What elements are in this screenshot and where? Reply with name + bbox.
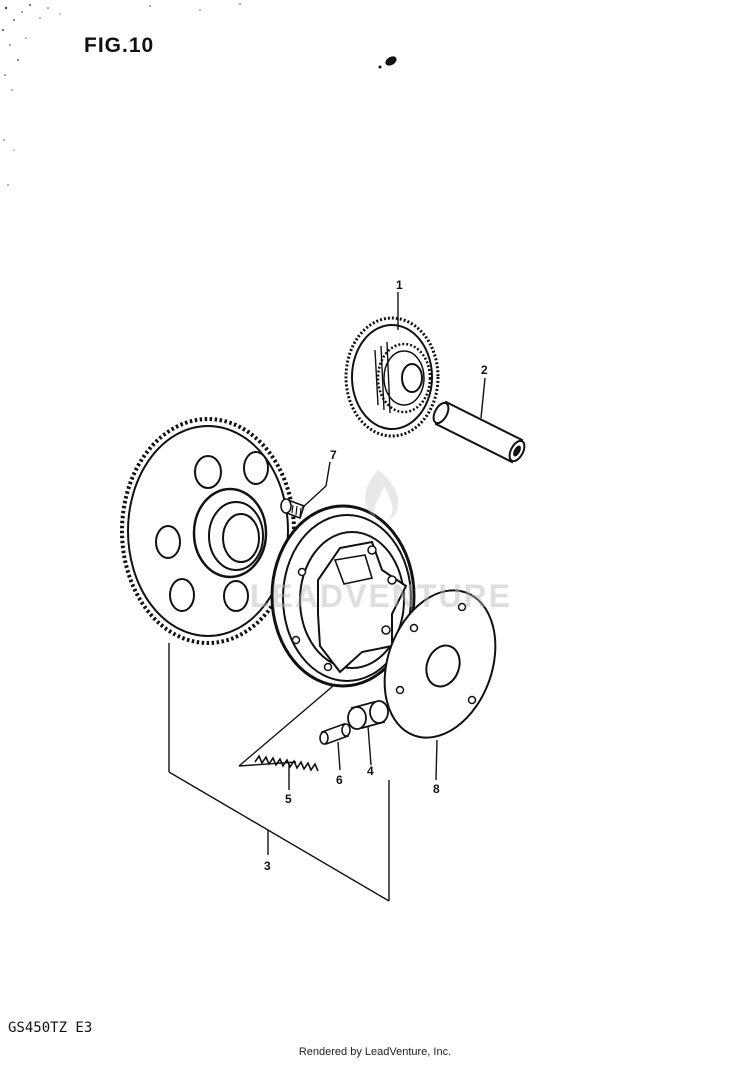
callout-2: 2 (481, 363, 488, 377)
clutch-plate (383, 589, 497, 739)
roller-spring (254, 754, 319, 772)
callout-5: 5 (285, 792, 292, 806)
watermark-text: LEADVENTURE (250, 578, 513, 614)
callout-1: 1 (396, 278, 403, 292)
starter-idle-gear (344, 316, 440, 438)
clutch-roller (347, 700, 389, 730)
clutch-bolt (280, 498, 306, 520)
starter-driven-gear (120, 417, 296, 645)
callout-4: 4 (367, 764, 374, 778)
rendered-by-footer: Rendered by LeadVenture, Inc. (298, 1046, 452, 1058)
callout-3: 3 (264, 859, 271, 873)
callout-6: 6 (336, 773, 343, 787)
figure-label: FIG.10 (84, 34, 155, 57)
callout-7: 7 (330, 448, 337, 462)
leader-lines (168, 292, 486, 902)
roller-cap (319, 722, 351, 746)
model-code: GS450TZ E3 (8, 1020, 93, 1036)
idle-gear-shaft (432, 400, 526, 464)
starter-clutch-body (270, 504, 416, 688)
scan-speckle (2, 3, 241, 186)
ink-mark (378, 56, 397, 69)
watermark-logo (365, 470, 399, 520)
callout-8: 8 (433, 782, 440, 796)
